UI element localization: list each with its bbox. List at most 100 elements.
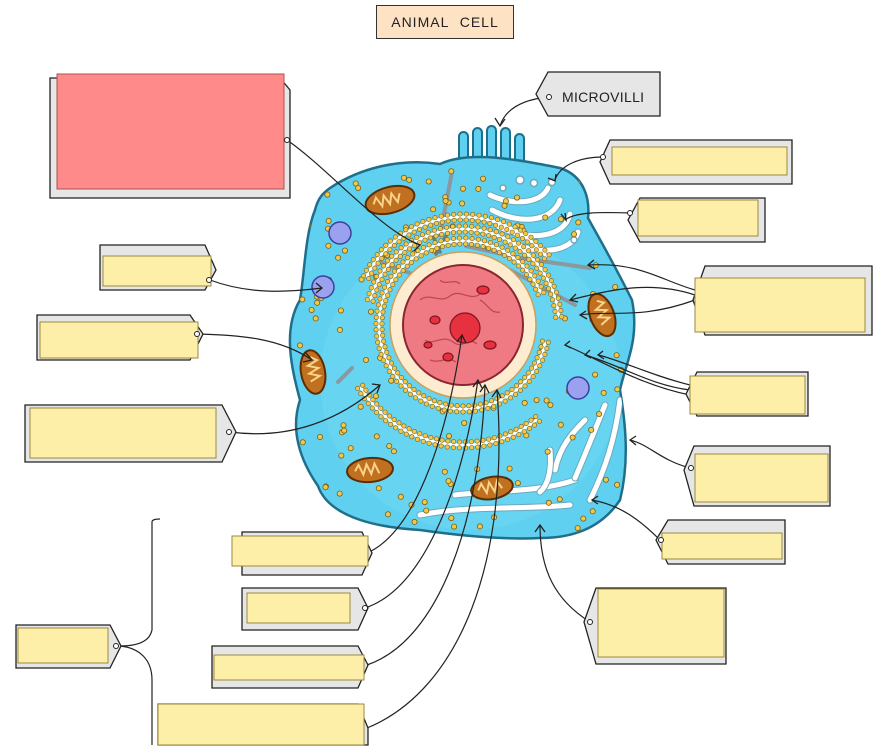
er-ribosome bbox=[392, 234, 398, 240]
er-ribosome bbox=[416, 390, 422, 396]
er-ribosome bbox=[373, 314, 379, 320]
er-ribosome bbox=[462, 223, 468, 229]
ribosome bbox=[475, 185, 482, 192]
er-ribosome bbox=[374, 409, 380, 415]
er-ribosome bbox=[489, 398, 495, 404]
er-ribosome bbox=[396, 263, 402, 269]
er-ribosome bbox=[498, 224, 504, 230]
er-ribosome bbox=[382, 344, 388, 350]
ribosome bbox=[400, 174, 407, 181]
er-ribosome bbox=[557, 301, 563, 307]
er-ribosome bbox=[542, 267, 548, 273]
er-ribosome bbox=[403, 227, 409, 233]
er-ribosome bbox=[393, 249, 399, 255]
er-ribosome bbox=[428, 434, 434, 440]
er-ribosome bbox=[374, 287, 380, 293]
er-ribosome bbox=[447, 408, 453, 414]
er-ribosome bbox=[376, 282, 382, 288]
er-ribosome bbox=[450, 445, 456, 451]
er-ribosome bbox=[414, 436, 420, 442]
er-ribosome bbox=[546, 286, 552, 292]
er-ribosome bbox=[497, 433, 503, 439]
er-ribosome bbox=[530, 252, 536, 258]
er-ribosome bbox=[538, 284, 544, 290]
er-ribosome bbox=[400, 259, 406, 265]
er-ribosome bbox=[530, 261, 536, 267]
er-ribosome bbox=[383, 418, 389, 424]
er-ribosome bbox=[379, 321, 385, 327]
er-ribosome bbox=[374, 401, 380, 407]
er-ribosome bbox=[422, 237, 428, 243]
er-ribosome bbox=[463, 217, 469, 223]
ribosome bbox=[325, 242, 332, 249]
er-ribosome bbox=[481, 238, 487, 244]
ribosome bbox=[448, 168, 455, 175]
label-microvilli: MICROVILLI bbox=[535, 71, 661, 117]
er-ribosome bbox=[481, 225, 487, 231]
er-ribosome bbox=[456, 445, 462, 451]
er-ribosome bbox=[451, 211, 457, 217]
er-ribosome bbox=[530, 373, 536, 379]
er-ribosome bbox=[542, 247, 548, 253]
er-ribosome bbox=[400, 267, 406, 273]
ribosome bbox=[514, 194, 521, 201]
er-ribosome bbox=[403, 431, 409, 437]
er-ribosome bbox=[402, 250, 408, 256]
er-ribosome bbox=[513, 383, 519, 389]
ribosome bbox=[341, 247, 348, 254]
er-ribosome bbox=[380, 332, 386, 338]
ribosome bbox=[373, 433, 380, 440]
er-ribosome bbox=[454, 409, 460, 415]
er-ribosome bbox=[535, 278, 541, 284]
er-ribosome bbox=[450, 224, 456, 230]
er-ribosome bbox=[546, 252, 552, 258]
er-ribosome bbox=[375, 302, 381, 308]
ribosome bbox=[336, 326, 343, 333]
blank-label-15 bbox=[15, 624, 122, 669]
er-ribosome bbox=[472, 408, 478, 414]
er-ribosome bbox=[414, 221, 420, 227]
ribosome bbox=[299, 296, 306, 303]
ribosome bbox=[614, 386, 621, 393]
er-ribosome bbox=[387, 238, 393, 244]
er-ribosome bbox=[435, 405, 441, 411]
er-ribosome bbox=[405, 255, 411, 261]
er-ribosome bbox=[536, 349, 542, 355]
er-ribosome bbox=[514, 232, 520, 238]
ribosome bbox=[362, 356, 369, 363]
ribosome bbox=[606, 516, 613, 523]
ribosome bbox=[406, 176, 413, 183]
er-ribosome bbox=[450, 236, 456, 242]
er-ribosome bbox=[411, 428, 417, 434]
blank-label-12 bbox=[241, 587, 369, 631]
er-ribosome bbox=[517, 249, 523, 255]
ribosome bbox=[411, 518, 418, 525]
er-ribosome bbox=[373, 321, 379, 327]
er-ribosome bbox=[439, 244, 445, 250]
er-ribosome bbox=[366, 275, 372, 281]
er-ribosome bbox=[370, 257, 376, 263]
er-ribosome bbox=[520, 267, 526, 273]
er-ribosome bbox=[390, 282, 396, 288]
er-ribosome bbox=[463, 235, 469, 241]
ribosome bbox=[614, 481, 621, 488]
er-ribosome bbox=[426, 440, 432, 446]
er-ribosome bbox=[386, 368, 392, 374]
er-ribosome bbox=[369, 405, 375, 411]
ribosome bbox=[547, 401, 554, 408]
ribosome bbox=[521, 399, 528, 406]
er-ribosome bbox=[396, 239, 402, 245]
er-ribosome bbox=[433, 220, 439, 226]
er-ribosome bbox=[553, 289, 559, 295]
ribosome bbox=[543, 397, 550, 404]
er-ribosome bbox=[487, 240, 493, 246]
er-ribosome bbox=[372, 293, 378, 299]
er-ribosome bbox=[375, 339, 381, 345]
er-ribosome bbox=[533, 247, 539, 253]
ribosome bbox=[602, 476, 609, 483]
er-ribosome bbox=[538, 344, 544, 350]
blank-label-1 bbox=[599, 139, 793, 185]
er-ribosome bbox=[374, 273, 380, 279]
ribosome bbox=[390, 448, 397, 455]
